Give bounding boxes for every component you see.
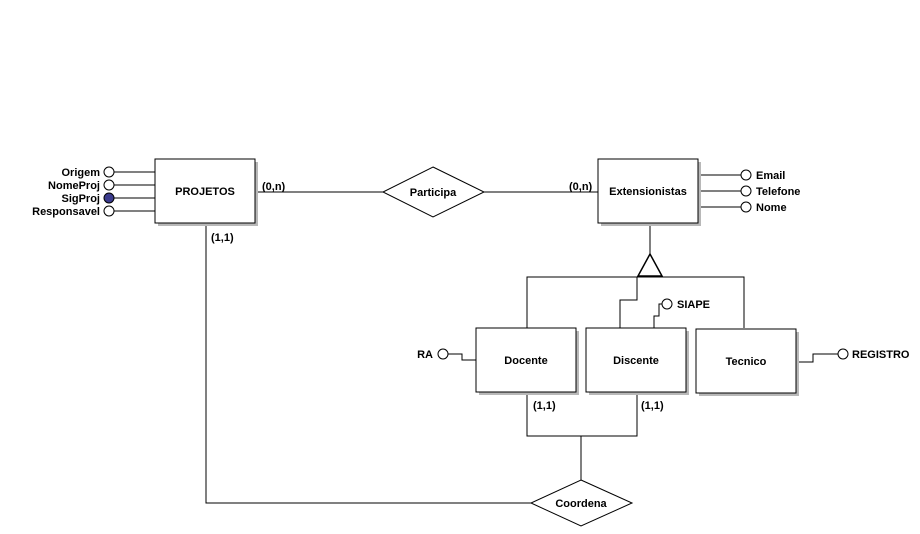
line-docente-discente-coordena [526, 392, 638, 437]
attribute-circle-icon [740, 169, 752, 181]
entity-discente[interactable]: Discente [585, 327, 689, 395]
cardinality-projetos-coordena: (1,1) [211, 232, 234, 244]
attribute-circle-icon [740, 201, 752, 213]
attr-line-ra [448, 353, 476, 361]
line-projetos-coordena [205, 224, 532, 504]
attribute-circle-icon [740, 185, 752, 197]
relationship-participa-label: Participa [410, 187, 457, 199]
attributes-extensionistas: Email Telefone Nome [740, 169, 800, 214]
attribute-circle-icon [103, 205, 115, 217]
cardinality-discente-coordena: (1,1) [641, 400, 664, 412]
attribute-docente: RA [417, 348, 449, 361]
attribute-email: Email [756, 170, 785, 182]
attr-line-registro [797, 353, 838, 363]
cardinality-participa-extensionistas: (0,n) [569, 181, 593, 193]
connector-lines [114, 171, 838, 504]
attribute-circle-icon [661, 298, 673, 310]
line-specialization-bar [526, 276, 745, 328]
attribute-circle-icon [103, 179, 115, 191]
attribute-tecnico: REGISTRO [837, 348, 910, 361]
attribute-nomeproj: NomeProj [48, 180, 100, 192]
entity-docente[interactable]: Docente [475, 327, 579, 395]
attribute-telefone: Telefone [756, 186, 800, 198]
relationship-participa[interactable]: Participa [381, 166, 486, 218]
attribute-circle-icon [837, 348, 849, 360]
entity-tecnico[interactable]: Tecnico [695, 328, 799, 396]
entity-extensionistas-label: Extensionistas [609, 186, 687, 198]
cardinality-docente-coordena: (1,1) [533, 400, 556, 412]
attributes-projetos: Origem NomeProj SigProj Responsavel [32, 166, 115, 218]
attribute-circle-icon [103, 166, 115, 178]
entity-docente-label: Docente [504, 355, 547, 367]
attribute-circle-icon [437, 348, 449, 360]
attr-line-siape [653, 303, 662, 328]
attribute-sigproj: SigProj [61, 193, 100, 205]
line-specialization-discente [619, 277, 638, 328]
cardinality-projetos-participa: (0,n) [262, 181, 286, 193]
entity-projetos-label: PROJETOS [175, 186, 235, 198]
attribute-registro: REGISTRO [852, 349, 910, 361]
attribute-discente: SIAPE [661, 298, 710, 311]
attribute-ra: RA [417, 349, 433, 361]
attribute-responsavel: Responsavel [32, 206, 100, 218]
entity-tecnico-label: Tecnico [726, 356, 767, 368]
attribute-origem: Origem [61, 167, 100, 179]
attribute-nome: Nome [756, 202, 787, 214]
attribute-siape: SIAPE [677, 299, 710, 311]
key-attribute-circle-icon [103, 192, 115, 204]
entity-projetos[interactable]: PROJETOS [154, 158, 258, 226]
relationship-coordena[interactable]: Coordena [529, 479, 634, 527]
relationship-coordena-label: Coordena [555, 498, 607, 510]
specialization-triangle [636, 252, 664, 277]
entity-discente-label: Discente [613, 355, 659, 367]
entity-extensionistas[interactable]: Extensionistas [597, 158, 701, 226]
